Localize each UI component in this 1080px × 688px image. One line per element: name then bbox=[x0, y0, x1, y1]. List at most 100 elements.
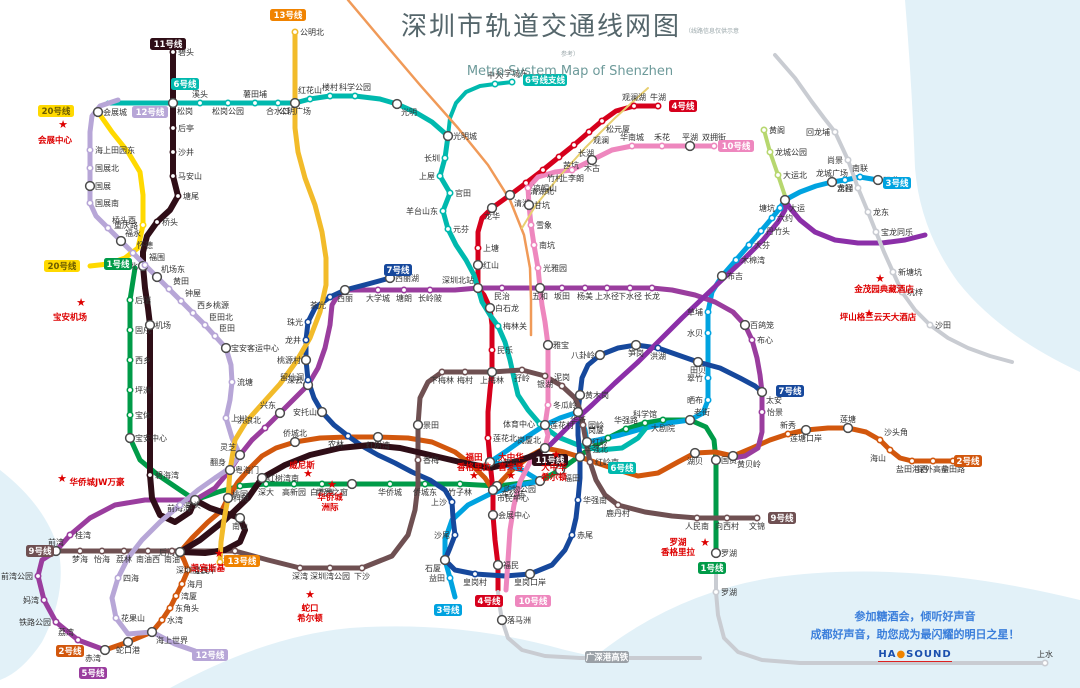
station-label: 清湖 bbox=[514, 198, 530, 208]
line-badge-6号线支线 bbox=[523, 74, 567, 86]
interchange-station-dot bbox=[684, 140, 696, 152]
station-dot bbox=[168, 547, 176, 555]
interchange-station-dot bbox=[224, 464, 236, 476]
station-dot bbox=[296, 564, 304, 572]
line-badge-20号线 bbox=[38, 105, 74, 117]
station-label: 固戍 bbox=[135, 325, 151, 335]
station-dot bbox=[304, 376, 312, 384]
station-dot bbox=[648, 284, 656, 292]
station-dot bbox=[291, 28, 299, 36]
station-label: 长岭陂 bbox=[418, 293, 442, 303]
landmark-label: 洲际 bbox=[321, 503, 339, 513]
interchange-station-dot bbox=[339, 284, 351, 296]
station-label: 坪洲 bbox=[135, 386, 151, 395]
line-badge-label: 20号线 bbox=[48, 261, 77, 272]
interchange-station-dot bbox=[372, 431, 384, 443]
landmark-label: 大中华 bbox=[498, 452, 524, 463]
station-label: 大芬 bbox=[754, 240, 770, 250]
station-dot bbox=[126, 296, 134, 304]
station-label: 臣田 bbox=[219, 324, 235, 333]
station-dot bbox=[129, 249, 137, 257]
station-dot bbox=[544, 401, 552, 409]
station-label: 新塘坑 bbox=[898, 267, 922, 277]
landmark-star-icon: ★ bbox=[76, 296, 86, 309]
station-label: 怡景 bbox=[767, 407, 783, 417]
station-label: 银湖 bbox=[537, 379, 553, 389]
interchange-station-dot bbox=[442, 130, 454, 142]
station-dot bbox=[274, 99, 282, 107]
line-badge-label: 广深港高铁 bbox=[586, 652, 629, 663]
line-badge-label: 2号线 bbox=[59, 646, 82, 657]
line-badge-label: 13号线 bbox=[274, 10, 303, 21]
station-dot bbox=[760, 126, 768, 134]
station-label: 国展北 bbox=[95, 164, 119, 173]
interchange-station-dot bbox=[487, 509, 499, 521]
landmark-star-icon: ★ bbox=[551, 448, 561, 461]
station-dot bbox=[508, 78, 516, 86]
station-label: 洪浪北 bbox=[237, 415, 261, 425]
station-label: 华强南 bbox=[583, 495, 607, 505]
line-badge-label: 1号线 bbox=[701, 563, 724, 574]
station-dot bbox=[581, 284, 589, 292]
station-dot bbox=[784, 430, 792, 438]
landmark-label: 坪山格兰云天大酒店 bbox=[840, 312, 917, 323]
station-label: 翠竹 bbox=[687, 373, 703, 383]
station-dot bbox=[568, 531, 576, 539]
station-dot bbox=[889, 268, 897, 276]
station-dot bbox=[831, 128, 839, 136]
station-dot bbox=[488, 346, 496, 354]
station-label: 长湖 bbox=[578, 148, 594, 158]
station-dot bbox=[439, 207, 447, 215]
interchange-station-dot bbox=[756, 386, 768, 398]
landmark-star-icon: ★ bbox=[469, 469, 479, 482]
station-label: 国展 bbox=[95, 182, 111, 191]
station-label: 会展中心 bbox=[498, 510, 530, 520]
station-label: 龙华 bbox=[484, 211, 500, 221]
line-badge-9号线 bbox=[768, 512, 796, 524]
station-dot bbox=[461, 368, 469, 376]
station-dot bbox=[753, 514, 761, 522]
line-badge-10号线 bbox=[718, 140, 754, 152]
station-label: 东角头 bbox=[175, 603, 199, 613]
line-badge-label: 7号线 bbox=[779, 386, 802, 397]
station-label: 重庆路 bbox=[114, 220, 138, 230]
station-dot bbox=[211, 332, 219, 340]
station-label: 合水口 bbox=[266, 106, 290, 116]
station-label: 侨城东 bbox=[413, 487, 437, 497]
interchange-station-dot bbox=[84, 180, 96, 192]
station-label: 民乐 bbox=[497, 345, 513, 355]
interchange-station-dot bbox=[689, 447, 701, 459]
interchange-station-dot bbox=[872, 174, 884, 186]
station-label: 盐田港西 bbox=[896, 464, 928, 474]
station-dot bbox=[444, 225, 452, 233]
station-label: 岗厦北 bbox=[517, 436, 541, 445]
interchange-station-dot bbox=[472, 282, 484, 294]
station-label: 田贝 bbox=[690, 366, 706, 375]
station-label: 孖岭 bbox=[514, 373, 530, 383]
station-dot bbox=[641, 419, 649, 427]
station-dot bbox=[693, 514, 701, 522]
line-badge-1号线 bbox=[104, 258, 132, 270]
interchange-station-dot bbox=[716, 270, 728, 282]
station-dot bbox=[74, 636, 82, 644]
station-label: 梅林关 bbox=[503, 321, 527, 331]
station-label: 妈湾 bbox=[23, 595, 39, 605]
station-dot bbox=[172, 592, 180, 600]
station-label: 沙尾 bbox=[434, 531, 450, 540]
station-dot bbox=[745, 241, 753, 249]
line-badge-label: 4号线 bbox=[672, 101, 695, 112]
metro-line-广深港高铁 bbox=[346, 0, 533, 337]
station-dot bbox=[456, 480, 464, 488]
line-badge-3号线 bbox=[434, 604, 462, 616]
station-label: 茜坑 bbox=[563, 160, 579, 170]
station-dot bbox=[757, 227, 765, 235]
interchange-station-dot bbox=[174, 546, 186, 558]
station-dot bbox=[908, 457, 916, 465]
station-label: 鹿丹村 bbox=[606, 508, 630, 518]
station-dot bbox=[448, 498, 456, 506]
station-label: 南油西 bbox=[136, 554, 160, 564]
station-dot bbox=[539, 166, 547, 174]
station-label: 楼村 bbox=[322, 82, 338, 92]
